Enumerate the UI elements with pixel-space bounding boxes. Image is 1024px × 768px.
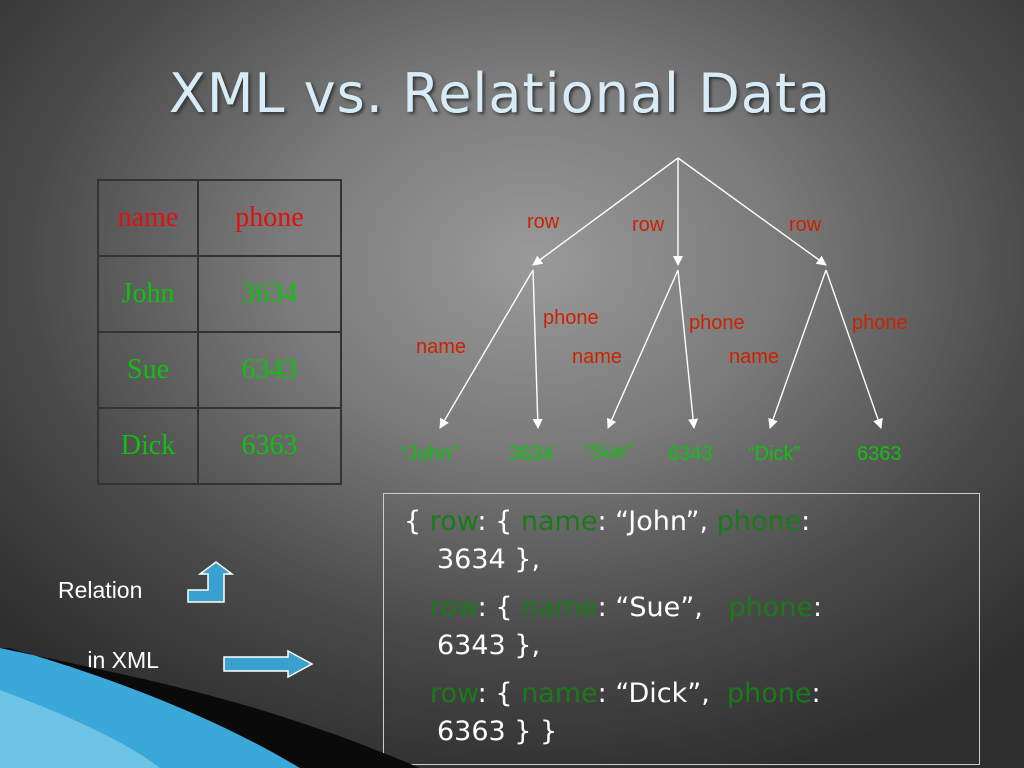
cell-name: Dick [97,407,199,485]
header-phone: phone [197,179,342,257]
phone-label: phone [689,312,745,334]
phone-label: phone [852,312,908,334]
json-box: { row: { name: “John”, phone: 3634 }, ro… [383,493,980,765]
json-line: row: { name: “Sue”, phone: [430,592,823,623]
leaf-value: “John” [401,443,458,465]
leaf-value: “Sue” [584,441,633,463]
table-row: John 3634 [97,255,342,333]
up-turn-arrow-icon [187,561,234,603]
xml-label: … in XML [58,647,159,673]
header-name: name [97,179,199,257]
row-label: row [527,211,560,233]
edge-phone-1 [532,269,543,429]
cell-phone: 6343 [197,331,342,409]
name-label: name [729,346,780,368]
row-label: row [789,214,822,236]
json-line: row: { name: “Dick”, phone: [430,678,821,709]
cell-phone: 3634 [197,255,342,333]
json-line: 3634 }, [437,544,541,575]
json-line: 6343 }, [437,630,541,661]
row-label: row [632,214,665,236]
leaf-value: 3634 [509,443,554,465]
right-arrow-icon [223,649,314,679]
leaf-value: 6363 [857,443,902,465]
edge-phone-2 [677,269,699,429]
cell-name: Sue [97,331,199,409]
leaf-value: “Dick” [748,443,801,465]
edge-row-3 [677,157,827,266]
leaf-value: 6343 [668,443,713,465]
edge-phone-3 [825,269,883,429]
table-row: Sue 6343 [97,331,342,409]
name-label: name [416,336,467,358]
name-label: name [572,346,623,368]
json-line: { row: { name: “John”, phone: [404,506,811,537]
slide-title: XML vs. Relational Data [168,62,832,125]
json-line: 6363 } } [437,716,558,747]
relation-table: name phone John 3634 Sue 6343 Dick 6363 [97,179,342,485]
table-row: Dick 6363 [97,407,342,485]
cell-name: John [97,255,199,333]
table-header-row: name phone [97,179,342,257]
cell-phone: 6363 [197,407,342,485]
relation-label: Relation [58,577,143,603]
phone-label: phone [543,307,599,329]
